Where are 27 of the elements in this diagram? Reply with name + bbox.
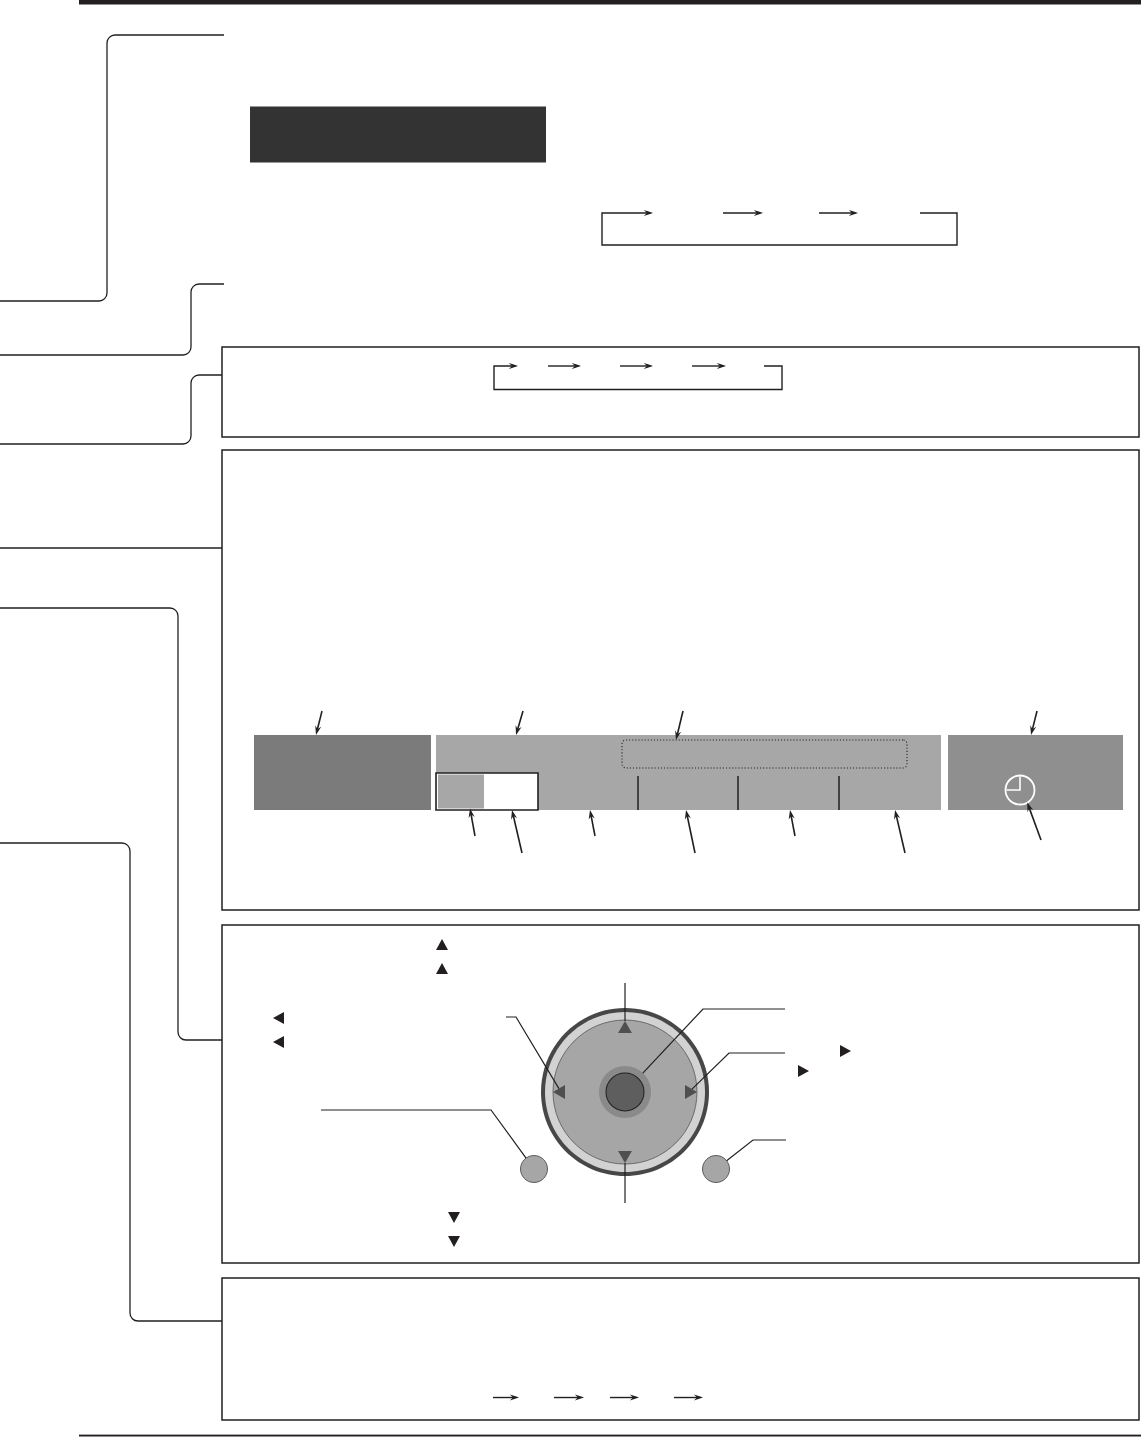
box-half bbox=[438, 774, 484, 809]
triangle-mark bbox=[618, 1021, 632, 1033]
section-panel bbox=[221, 1277, 1140, 1421]
leader-line bbox=[624, 982, 626, 1022]
leader-line bbox=[0, 374, 223, 445]
leader-line bbox=[0, 547, 223, 549]
triangle-mark bbox=[553, 1085, 565, 1099]
leader-line bbox=[0, 607, 223, 1041]
triangle-mark bbox=[618, 1151, 632, 1163]
center-button bbox=[599, 1066, 651, 1118]
clock-icon bbox=[1004, 774, 1036, 806]
section-panel bbox=[221, 346, 1140, 438]
dotted-frame bbox=[621, 739, 908, 769]
screen-area bbox=[948, 735, 1123, 810]
leader-line bbox=[505, 1016, 560, 1090]
leader-line bbox=[624, 1162, 626, 1204]
round-button bbox=[702, 1155, 730, 1183]
section-panel bbox=[221, 924, 1140, 1264]
round-button bbox=[520, 1155, 548, 1183]
section-panel bbox=[221, 449, 1140, 911]
title-band bbox=[250, 106, 546, 163]
leader-line bbox=[0, 842, 223, 1322]
leader-line bbox=[642, 1008, 786, 1074]
leader-line bbox=[726, 1139, 787, 1162]
triangle-mark bbox=[685, 1085, 697, 1099]
leader-line bbox=[320, 1109, 527, 1159]
screen-area bbox=[254, 735, 431, 810]
